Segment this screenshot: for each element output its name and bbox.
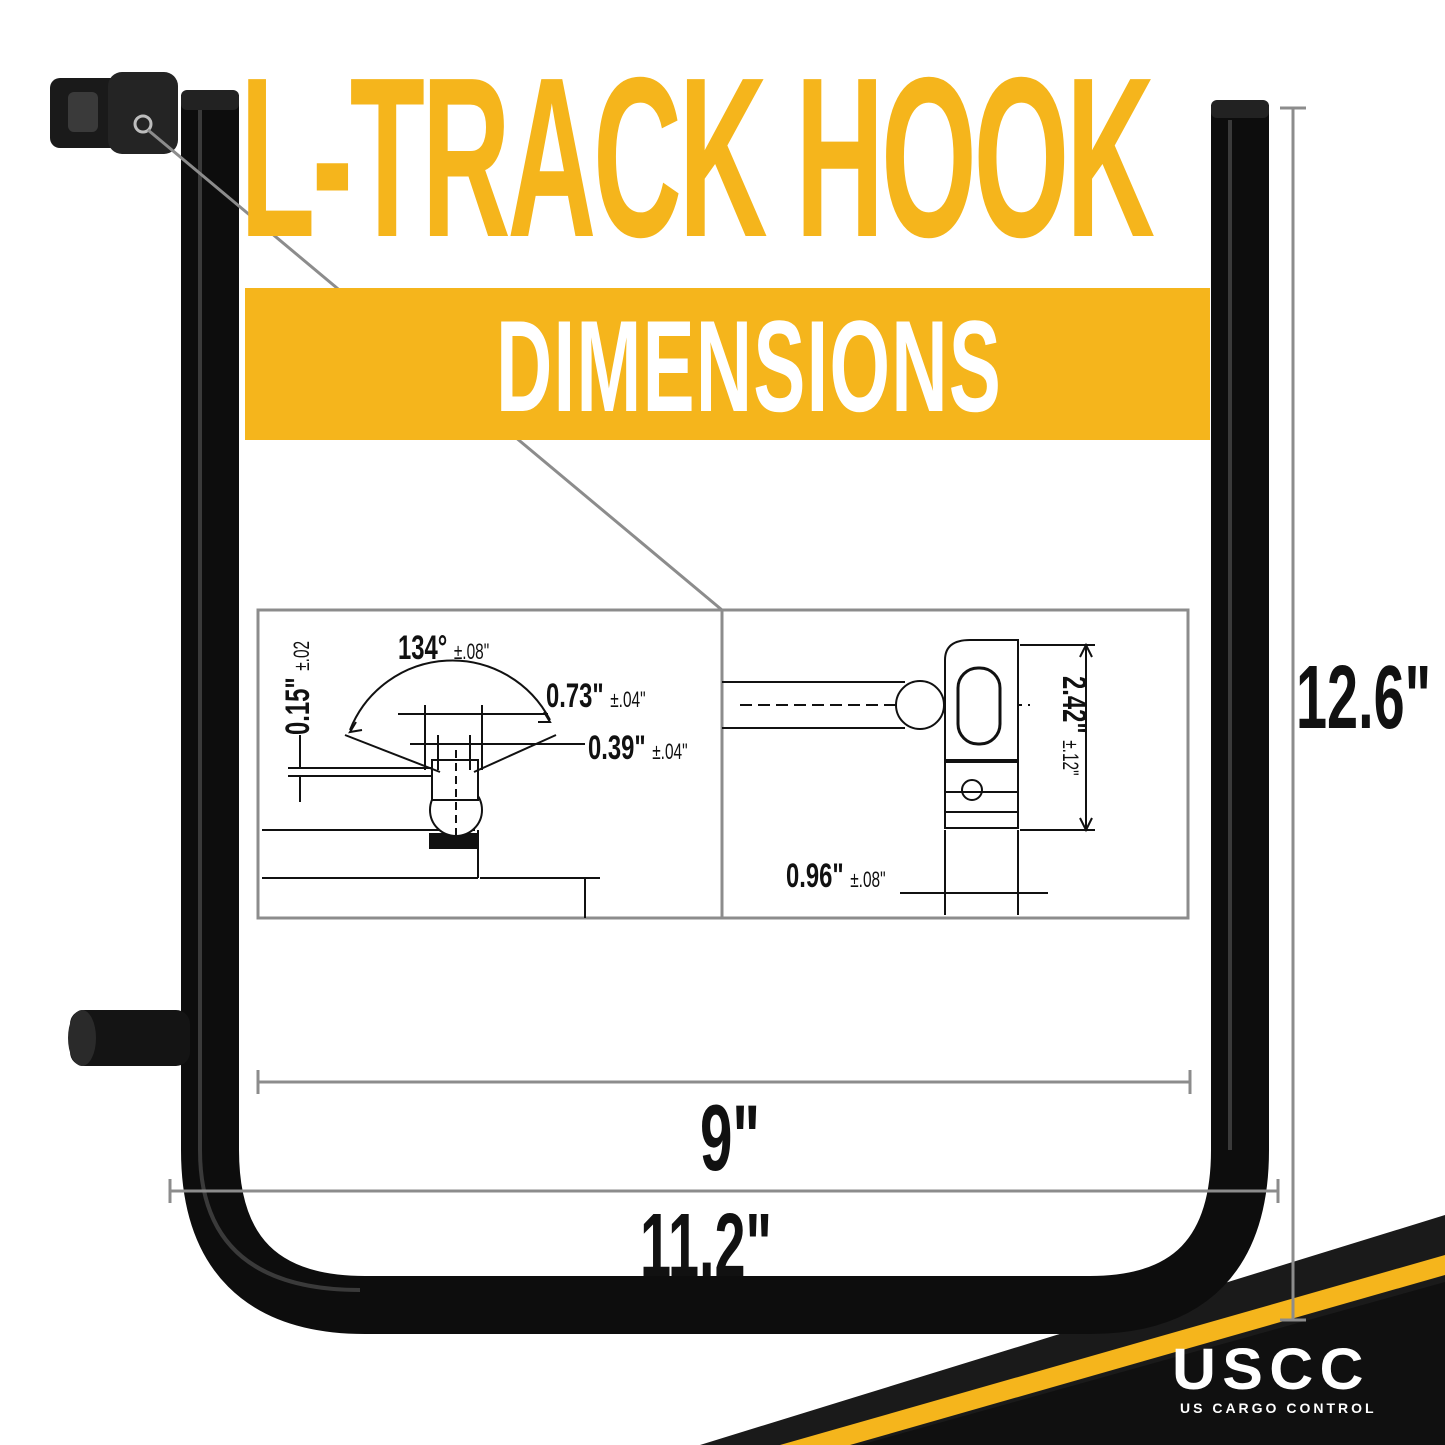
fitting-depth-value: 0.96" (786, 857, 844, 895)
inner-width-label: 9" (700, 1085, 761, 1190)
angle-value: 134° (398, 629, 448, 667)
fitting-height-label: 2.42" ±.12" (1050, 676, 1094, 776)
width-b-label: 0.39" ±.04" (588, 728, 688, 772)
outer-width-label: 11.2" (640, 1196, 772, 1296)
title-banner (245, 288, 1210, 440)
height-label: 12.6" (1296, 648, 1432, 748)
width-a-label: 0.73" ±.04" (546, 676, 646, 720)
angle-label: 134° ±.08" (398, 628, 489, 672)
angle-tol: ±.08" (453, 639, 490, 664)
thickness-label: 0.15" ±.02 (278, 641, 322, 735)
fitting-height-value: 2.42" (1055, 676, 1093, 734)
width-b-tol: ±.04" (652, 739, 688, 764)
height-dimension-line (1280, 106, 1306, 1322)
corner-stripe-dark-2 (860, 1282, 1445, 1445)
width-a-tol: ±.04" (610, 687, 646, 712)
hook-peg-end (68, 1010, 96, 1066)
tube-cap-right (1211, 100, 1269, 118)
fitting-depth-label: 0.96" ±.08" (786, 856, 886, 900)
hook-tube (181, 95, 1269, 1334)
width-b-value: 0.39" (588, 729, 646, 767)
outer-width-dimension-line (168, 1179, 1280, 1203)
fitting-depth-tol: ±.08" (850, 867, 886, 892)
thickness-tol: ±.02 (289, 640, 314, 671)
tube-cap-left (181, 90, 239, 110)
hook-tube-highlight (198, 110, 361, 1292)
title-sub: DIMENSIONS (496, 293, 1003, 439)
brand-logo-mark: USCC (1172, 1337, 1370, 1402)
thickness-value: 0.15" (279, 677, 317, 735)
callout-origin-dot (133, 114, 153, 134)
hook-peg (70, 1010, 190, 1066)
left-detail-drawing (262, 659, 600, 918)
fitting-height-tol: ±.12" (1058, 740, 1083, 776)
track-fitting (50, 72, 178, 154)
width-a-value: 0.73" (546, 677, 604, 715)
corner-stripe-yellow (780, 1255, 1445, 1445)
brand-logo: USCC US CARGO CONTROL (1172, 1340, 1392, 1420)
title-main: L-TRACK HOOK (240, 31, 1155, 285)
inner-width-dimension-line (256, 1070, 1192, 1094)
right-detail-drawing (722, 639, 1095, 915)
brand-name: US CARGO CONTROL (1180, 1400, 1377, 1416)
